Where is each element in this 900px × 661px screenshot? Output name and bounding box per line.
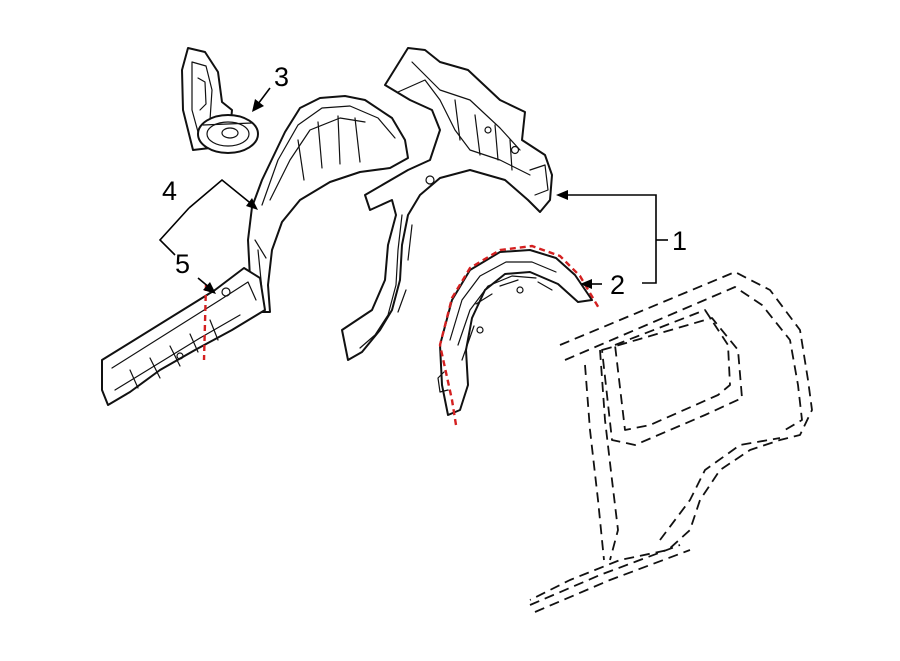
leader-1-lower [642,240,657,284]
leader-3 [257,87,271,105]
arrowhead-3 [252,99,264,112]
leader-lines [158,87,668,294]
arrowhead-1 [556,190,568,200]
cut-line-outer-wheelhouse [438,244,602,426]
callout-5: 5 [175,249,190,279]
arrowhead-2 [580,279,592,289]
part-4-inner-wheelhouse [247,95,409,313]
cut-lines [202,244,602,426]
callout-4: 4 [162,176,177,206]
callout-1: 1 [672,226,687,256]
callout-2: 2 [610,270,625,300]
cut-line-rail-extension [202,284,208,361]
leader-1 [565,194,657,240]
body-outline-ghost [529,271,813,613]
part-3-fuel-door-housing [181,47,259,154]
callout-labels: 1 2 3 4 5 [162,62,687,300]
part-1-quarter-inner-panel [341,47,553,361]
part-2-outer-wheelhouse [437,249,593,416]
callout-3: 3 [274,62,289,92]
arrowhead-4 [246,198,258,210]
arrowhead-5 [203,282,216,294]
leader-4-upper [188,178,255,209]
part-5-rear-rail-extension [101,267,266,406]
leader-4-lower [158,207,190,256]
